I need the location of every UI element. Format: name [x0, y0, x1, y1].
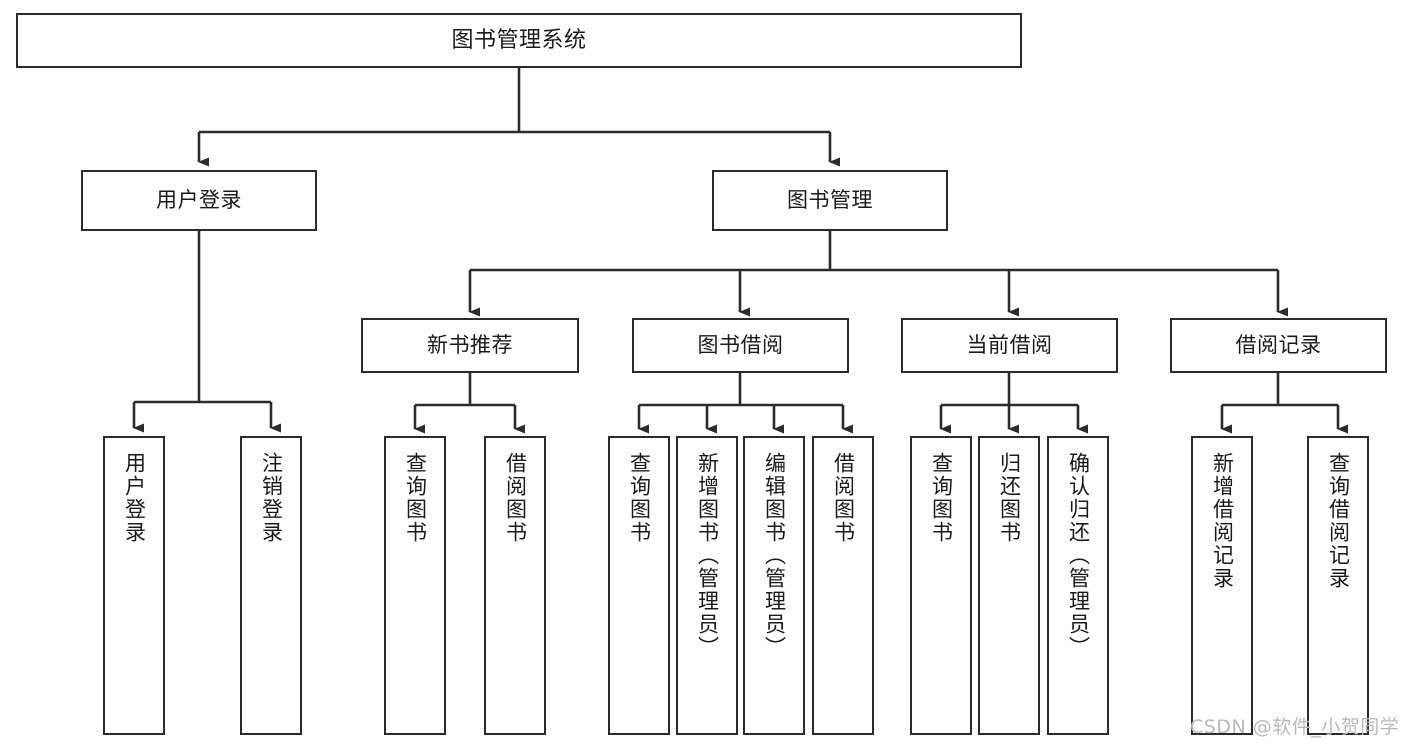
leaf-borrow-add-book-admin[interactable]: 新增图书（管理员） — [676, 436, 738, 735]
node-book-borrow-label: 图书借阅 — [697, 333, 784, 358]
node-root-system[interactable]: 图书管理系统 — [16, 13, 1022, 68]
node-borrow-record[interactable]: 借阅记录 — [1170, 318, 1387, 373]
node-borrow-record-label: 借阅记录 — [1235, 333, 1322, 358]
leaf-borrow-edit-book-admin[interactable]: 编辑图书（管理员） — [743, 436, 805, 735]
leaf-current-confirm-return-admin[interactable]: 确认归还（管理员） — [1047, 436, 1109, 735]
leaf-recommend-borrow-book[interactable]: 借阅图书 — [484, 436, 546, 735]
leaf-borrow-add-book-admin-label: 新增图书（管理员） — [695, 452, 720, 659]
node-root-system-label: 图书管理系统 — [451, 27, 587, 53]
leaf-recommend-query-book-label: 查询图书 — [403, 452, 428, 544]
node-book-borrow[interactable]: 图书借阅 — [632, 318, 849, 373]
node-current-borrow-label: 当前借阅 — [966, 333, 1053, 358]
leaf-user-login-login-label: 用户登录 — [122, 452, 147, 544]
leaf-user-login-login[interactable]: 用户登录 — [103, 436, 165, 735]
leaf-borrow-borrow-book-label: 借阅图书 — [831, 452, 856, 544]
node-user-login[interactable]: 用户登录 — [81, 170, 317, 231]
leaf-current-return-book[interactable]: 归还图书 — [978, 436, 1040, 735]
leaf-user-login-logout-label: 注销登录 — [259, 452, 284, 544]
node-book-management[interactable]: 图书管理 — [712, 170, 948, 231]
leaf-borrow-edit-book-admin-label: 编辑图书（管理员） — [762, 452, 787, 659]
node-new-book-recommend[interactable]: 新书推荐 — [361, 318, 579, 373]
leaf-borrow-query-book[interactable]: 查询图书 — [608, 436, 670, 735]
leaf-recommend-query-book[interactable]: 查询图书 — [384, 436, 446, 735]
leaf-user-login-logout[interactable]: 注销登录 — [240, 436, 302, 735]
leaf-record-query-record-label: 查询借阅记录 — [1326, 452, 1351, 590]
csdn-watermark: CSDN @软件_小贺同学 — [1190, 716, 1400, 738]
node-new-book-recommend-label: 新书推荐 — [427, 333, 513, 358]
leaf-record-add-record[interactable]: 新增借阅记录 — [1191, 436, 1253, 735]
leaf-borrow-query-book-label: 查询图书 — [627, 452, 652, 544]
node-current-borrow[interactable]: 当前借阅 — [901, 318, 1118, 373]
leaf-current-confirm-return-admin-label: 确认归还（管理员） — [1066, 452, 1091, 659]
leaf-borrow-borrow-book[interactable]: 借阅图书 — [812, 436, 874, 735]
leaf-recommend-borrow-book-label: 借阅图书 — [503, 452, 528, 544]
leaf-record-add-record-label: 新增借阅记录 — [1210, 452, 1235, 590]
leaf-current-query-book[interactable]: 查询图书 — [910, 436, 972, 735]
leaf-record-query-record[interactable]: 查询借阅记录 — [1307, 436, 1369, 735]
leaf-current-query-book-label: 查询图书 — [929, 452, 954, 544]
leaf-current-return-book-label: 归还图书 — [997, 452, 1022, 544]
node-user-login-label: 用户登录 — [156, 188, 242, 213]
node-book-management-label: 图书管理 — [787, 188, 873, 213]
